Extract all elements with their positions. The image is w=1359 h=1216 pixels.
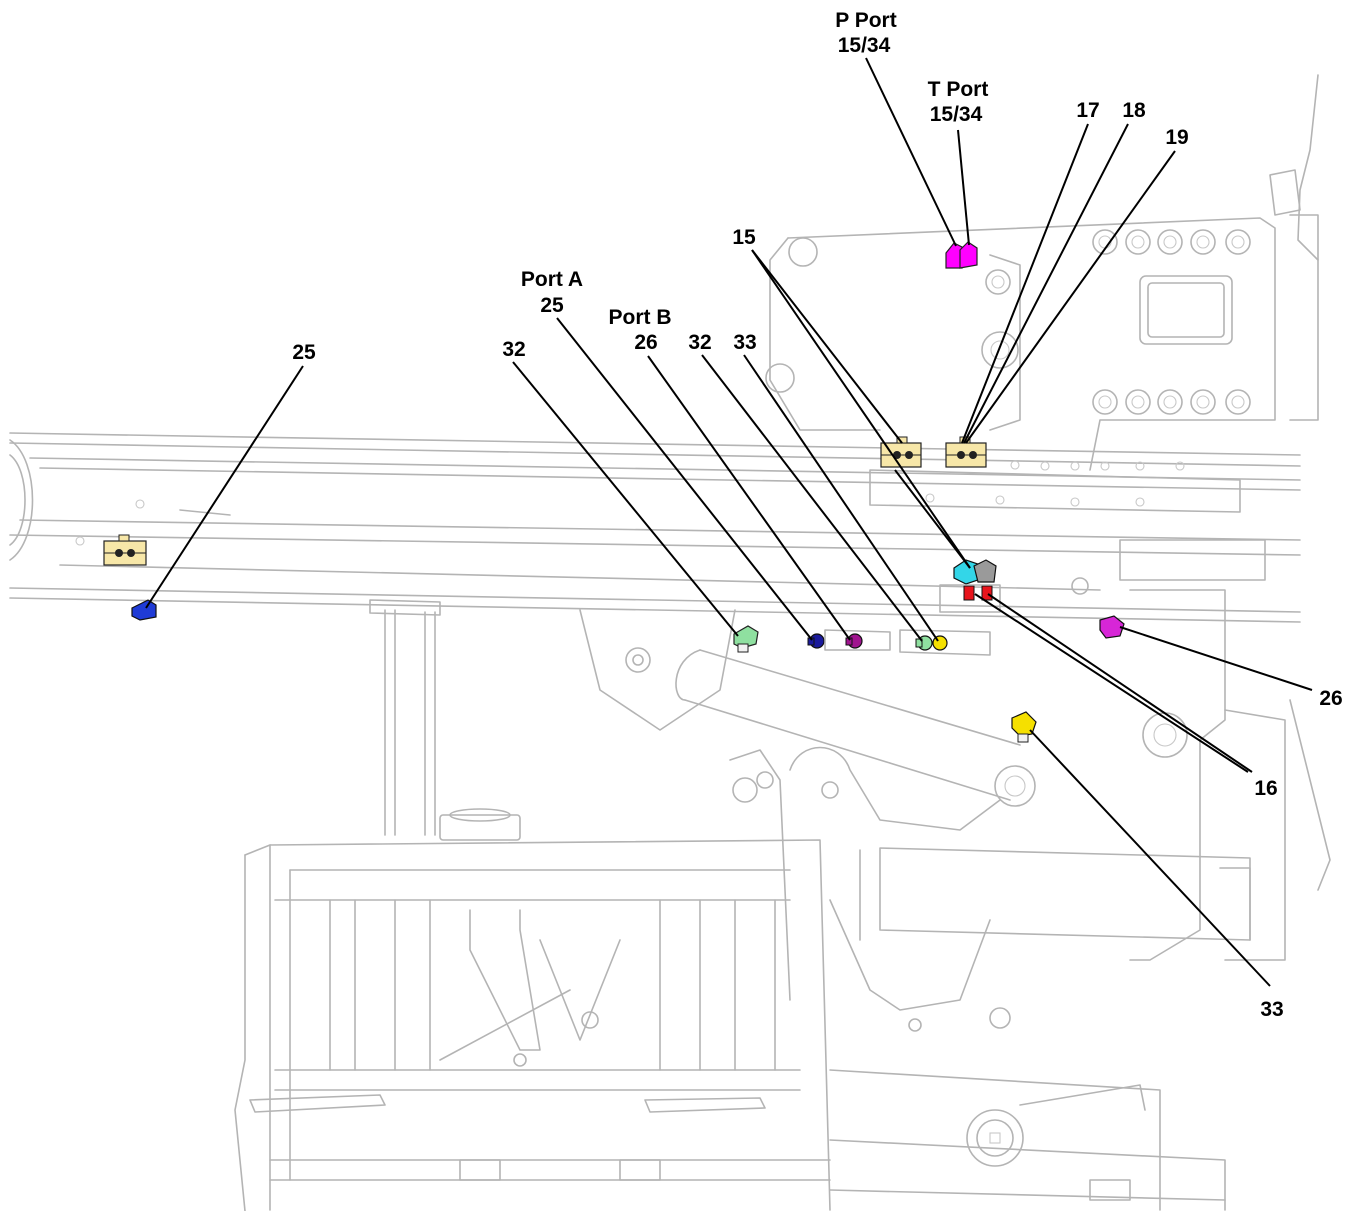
p-port-number: 15/34	[838, 34, 891, 57]
port-b-number: 26	[634, 331, 657, 354]
fitting-26-right	[1099, 615, 1125, 639]
machine-line-art	[9, 74, 1331, 1212]
lower-frame	[234, 808, 831, 1212]
fitting-32-left	[733, 625, 759, 653]
t-port-title: T Port	[928, 78, 989, 101]
callout-labels: P Port 15/34 T Port 15/34 17 18 19 15 Po…	[292, 9, 1342, 1021]
leader-lines	[145, 57, 1313, 987]
lower-bolt-row	[1092, 389, 1251, 415]
label-26-right: 26	[1319, 687, 1342, 710]
port-a-number: 25	[540, 294, 564, 317]
boom-rails	[9, 432, 1301, 623]
port-b-title: Port B	[609, 306, 672, 329]
label-25-left: 25	[292, 341, 316, 364]
label-19: 19	[1165, 126, 1188, 149]
clamp-block-left	[103, 534, 147, 566]
fitting-16	[963, 585, 993, 601]
label-32-left: 32	[502, 338, 525, 361]
label-33-bottom: 33	[1260, 998, 1283, 1021]
fitting-port-a	[807, 633, 825, 649]
label-15: 15	[732, 226, 756, 249]
fitting-32-mid	[915, 635, 933, 651]
fitting-33-bottom	[1011, 711, 1037, 743]
boom-bolts	[75, 460, 1185, 546]
p-port-title: P Port	[835, 9, 896, 32]
top-bolt-row	[1092, 229, 1251, 255]
t-port-number: 15/34	[930, 103, 983, 126]
hydraulic-cylinder	[675, 649, 1036, 807]
fitting-25-left	[131, 599, 157, 621]
label-32-mid: 32	[688, 331, 711, 354]
t-port-fitting	[959, 241, 978, 269]
port-a-title: Port A	[521, 268, 583, 291]
label-17: 17	[1076, 99, 1099, 122]
clamp-block-15	[880, 436, 922, 468]
label-16: 16	[1254, 777, 1277, 800]
fitting-18-19	[973, 559, 997, 583]
label-33-mid: 33	[733, 331, 756, 354]
label-18: 18	[1122, 99, 1146, 122]
